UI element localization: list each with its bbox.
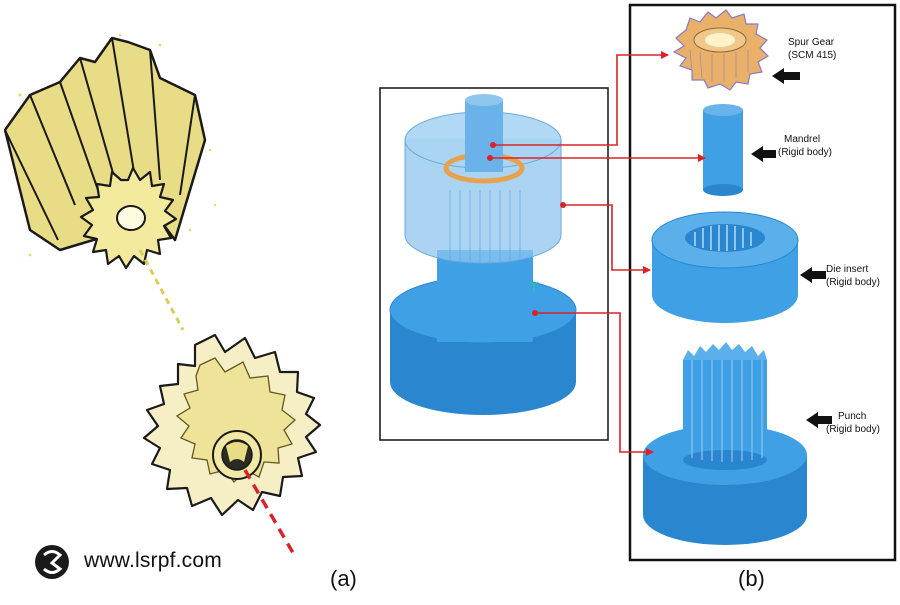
brand-block: www.lsrpf.com — [76, 549, 222, 573]
spur-gear-part — [672, 9, 769, 91]
punch-part — [643, 342, 807, 545]
mandrel-part — [703, 104, 743, 196]
red-leader-lines — [487, 51, 706, 456]
brand-url: www.lsrpf.com — [84, 549, 222, 572]
caption-b: (b) — [738, 566, 765, 591]
brand-logo-icon — [35, 545, 69, 579]
label-pointer-arrows — [751, 68, 832, 428]
label-spur-gear: Spur Gear(SCM 415) — [788, 37, 837, 61]
label-die-insert: Die insert(Rigid body) — [826, 264, 880, 288]
gear-shaft-illustration — [3, 33, 217, 331]
assembly-model — [389, 94, 577, 415]
die-insert-part — [651, 211, 799, 323]
label-mandrel: Mandrel(Rigid body) — [778, 134, 832, 158]
caption-a: (a) — [330, 566, 357, 591]
label-punch: Punch(Rigid body) — [826, 411, 880, 435]
ring-gear-illustration — [142, 333, 322, 559]
